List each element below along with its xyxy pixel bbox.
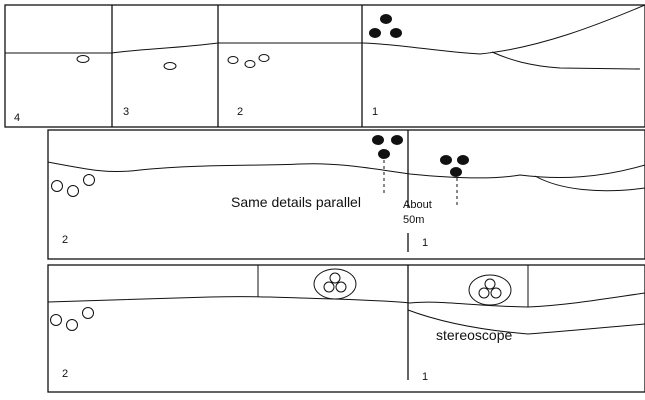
terrain-line <box>47 161 645 179</box>
frame-number: 2 <box>237 106 243 118</box>
distance-note: About <box>403 199 432 211</box>
terrain-line <box>47 292 645 308</box>
hollow-circle <box>76 55 90 63</box>
strip-top: 4 3 2 1 <box>4 4 645 128</box>
three-black-dots-icon <box>372 135 403 159</box>
terrain-line <box>5 4 645 55</box>
strip-middle-frame <box>47 129 645 260</box>
frame-number: 1 <box>372 106 378 118</box>
strip-bottom: stereoscope 2 1 <box>47 264 645 393</box>
hollow-circle <box>163 62 177 70</box>
circled-three-circles-icon <box>468 274 512 306</box>
terrain-line-branch <box>534 175 645 192</box>
frame-number: 1 <box>422 237 428 249</box>
three-hollow-circles-icon <box>227 54 270 68</box>
three-black-dots-icon <box>369 14 402 38</box>
frame-number: 3 <box>123 106 129 118</box>
strip-bottom-frame <box>47 264 645 393</box>
frame-number: 4 <box>14 112 20 124</box>
caption-same-details: Same details parallel <box>231 194 361 210</box>
frame-number: 1 <box>422 371 428 383</box>
three-hollow-circles-icon <box>51 174 95 197</box>
three-hollow-circles-icon <box>50 307 94 331</box>
frame-number: 2 <box>62 234 68 246</box>
terrain-line-branch <box>491 51 641 70</box>
caption-stereoscope: stereoscope <box>436 327 512 343</box>
three-black-dots-icon <box>440 155 469 177</box>
strip-top-frame <box>4 4 645 128</box>
frame-number: 2 <box>62 368 68 380</box>
strip-middle: Same details parallel About 50m 2 1 <box>47 129 645 260</box>
terrain-line-branch <box>407 309 645 335</box>
distance-note: 50m <box>403 214 424 226</box>
circled-three-circles-icon <box>313 268 357 300</box>
